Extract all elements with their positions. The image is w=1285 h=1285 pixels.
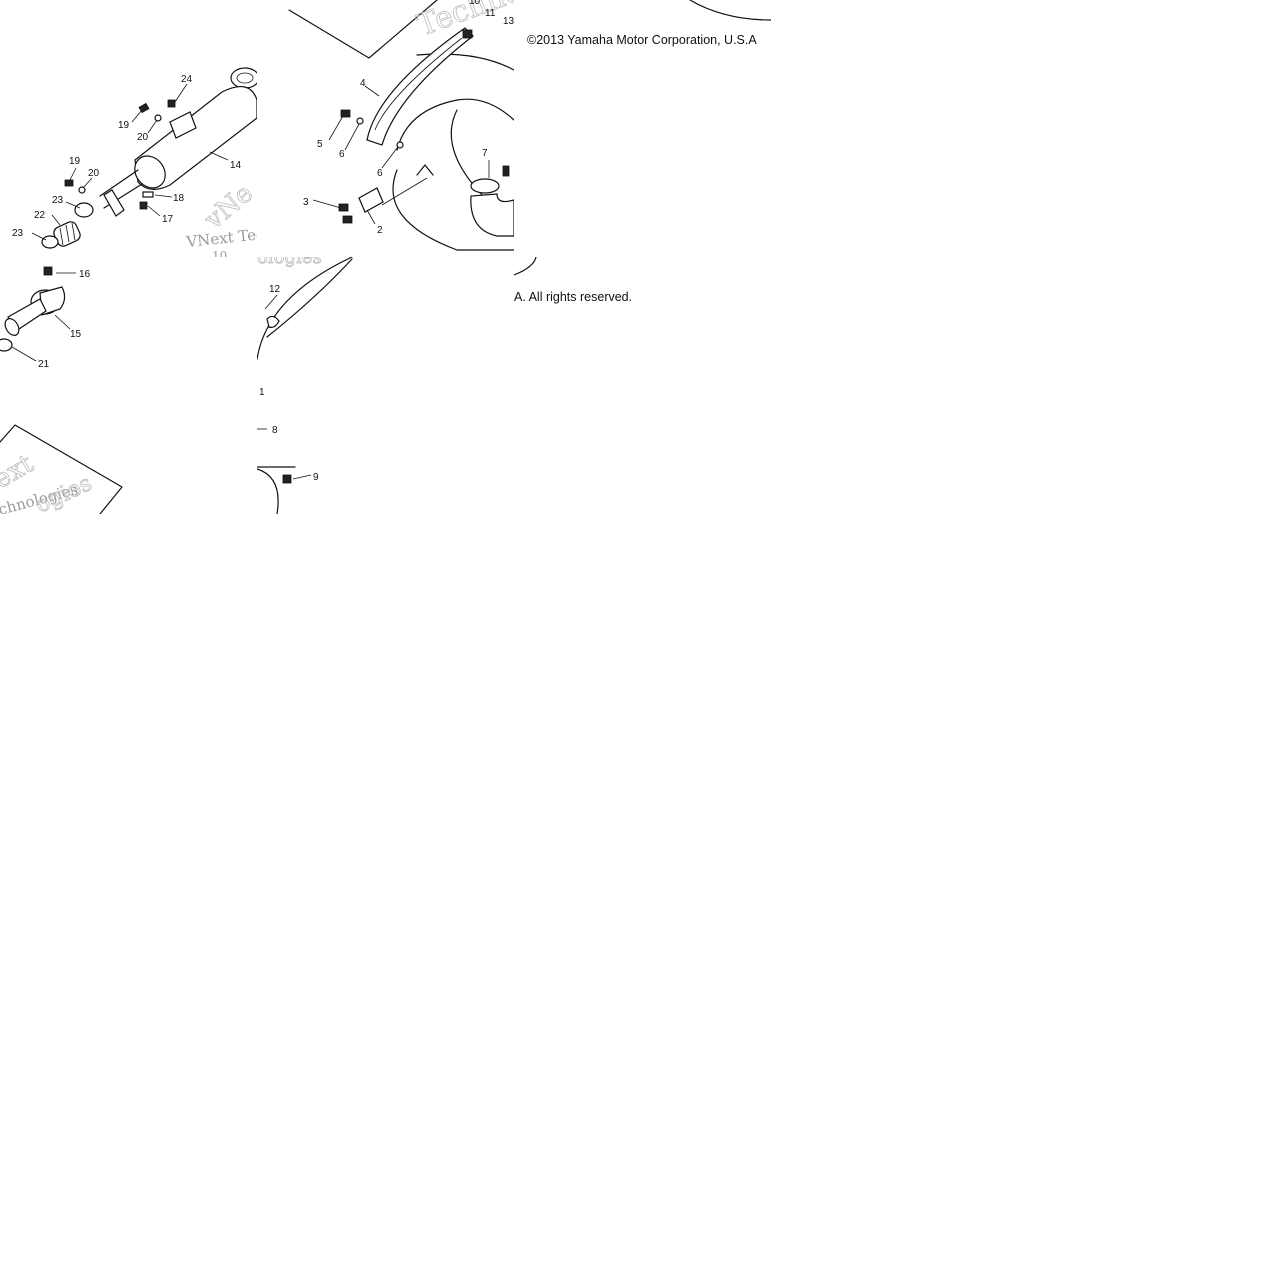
svg-text:ogies: ogies bbox=[32, 471, 96, 514]
watermark-ext: ext bbox=[0, 449, 39, 496]
callout-7: 7 bbox=[482, 148, 488, 159]
callout-18: 18 bbox=[173, 193, 185, 204]
copyright-bottom-drawing: A. All rights reserved. bbox=[514, 257, 632, 304]
copyright-text-1: ©2013 Yamaha Motor Corporation, U.S.A bbox=[527, 33, 757, 47]
callout-2: 2 bbox=[377, 225, 383, 236]
guard-drawing: ologies 12 1 8 9 bbox=[257, 257, 353, 514]
exhaust-pipe-drawing: Techno 4 5 6 6 3 2 7 10 11 13 bbox=[288, 0, 514, 251]
diagram-tile-copyright-bottom: A. All rights reserved. bbox=[514, 257, 771, 514]
diagram-tile-copyright-top: ©2013 Yamaha Motor Corporation, U.S.A bbox=[514, 0, 771, 257]
callout-1: 1 bbox=[259, 387, 265, 398]
copyright-text-2: A. All rights reserved. bbox=[514, 290, 632, 304]
header-pipe-drawing: ext chnologies ogies 16 15 21 bbox=[0, 266, 123, 514]
callout-17: 17 bbox=[162, 214, 174, 225]
callout-9: 9 bbox=[313, 472, 319, 483]
diagram-tile-exhaust-pipe: Techno 4 5 6 6 3 2 7 10 11 13 bbox=[257, 0, 514, 257]
svg-text:10: 10 bbox=[212, 249, 227, 257]
callout-23a: 23 bbox=[52, 195, 64, 206]
callout-19a: 19 bbox=[118, 120, 130, 131]
copyright-top-drawing: ©2013 Yamaha Motor Corporation, U.S.A bbox=[527, 0, 771, 47]
callout-16: 16 bbox=[79, 269, 91, 280]
callout-24: 24 bbox=[181, 74, 193, 85]
watermark-ologies: ologies bbox=[257, 257, 322, 268]
callout-20b: 20 bbox=[88, 168, 100, 179]
callout-13: 13 bbox=[503, 16, 514, 27]
muffler-drawing: vNe VNext Tec 10 24 19 20 14 19 20 23 18… bbox=[12, 67, 257, 257]
callout-22: 22 bbox=[34, 210, 46, 221]
callout-11: 11 bbox=[485, 8, 496, 19]
callout-6a: 6 bbox=[339, 149, 345, 160]
diagram-tile-guard: ologies 12 1 8 9 bbox=[257, 257, 514, 514]
callout-23b: 23 bbox=[12, 228, 24, 239]
callout-4: 4 bbox=[360, 78, 366, 89]
diagram-tile-muffler: vNe VNext Tec 10 24 19 20 14 19 20 23 18… bbox=[0, 0, 257, 257]
callout-6b: 6 bbox=[377, 168, 383, 179]
callout-8: 8 bbox=[272, 425, 278, 436]
callout-5: 5 bbox=[317, 139, 323, 150]
watermark-vnext: VNext Tec bbox=[185, 225, 257, 251]
bracket-shape bbox=[366, 27, 474, 146]
callout-3: 3 bbox=[303, 197, 309, 208]
callout-10: 10 bbox=[469, 0, 481, 7]
diagram-tile-header-pipe: ext chnologies ogies 16 15 21 bbox=[0, 257, 257, 514]
callout-12: 12 bbox=[269, 284, 281, 295]
callout-21: 21 bbox=[38, 359, 50, 370]
callout-15: 15 bbox=[70, 329, 82, 340]
callout-14: 14 bbox=[230, 160, 242, 171]
callout-20a: 20 bbox=[137, 132, 149, 143]
muffler-body bbox=[134, 85, 257, 190]
callout-19b: 19 bbox=[69, 156, 81, 167]
